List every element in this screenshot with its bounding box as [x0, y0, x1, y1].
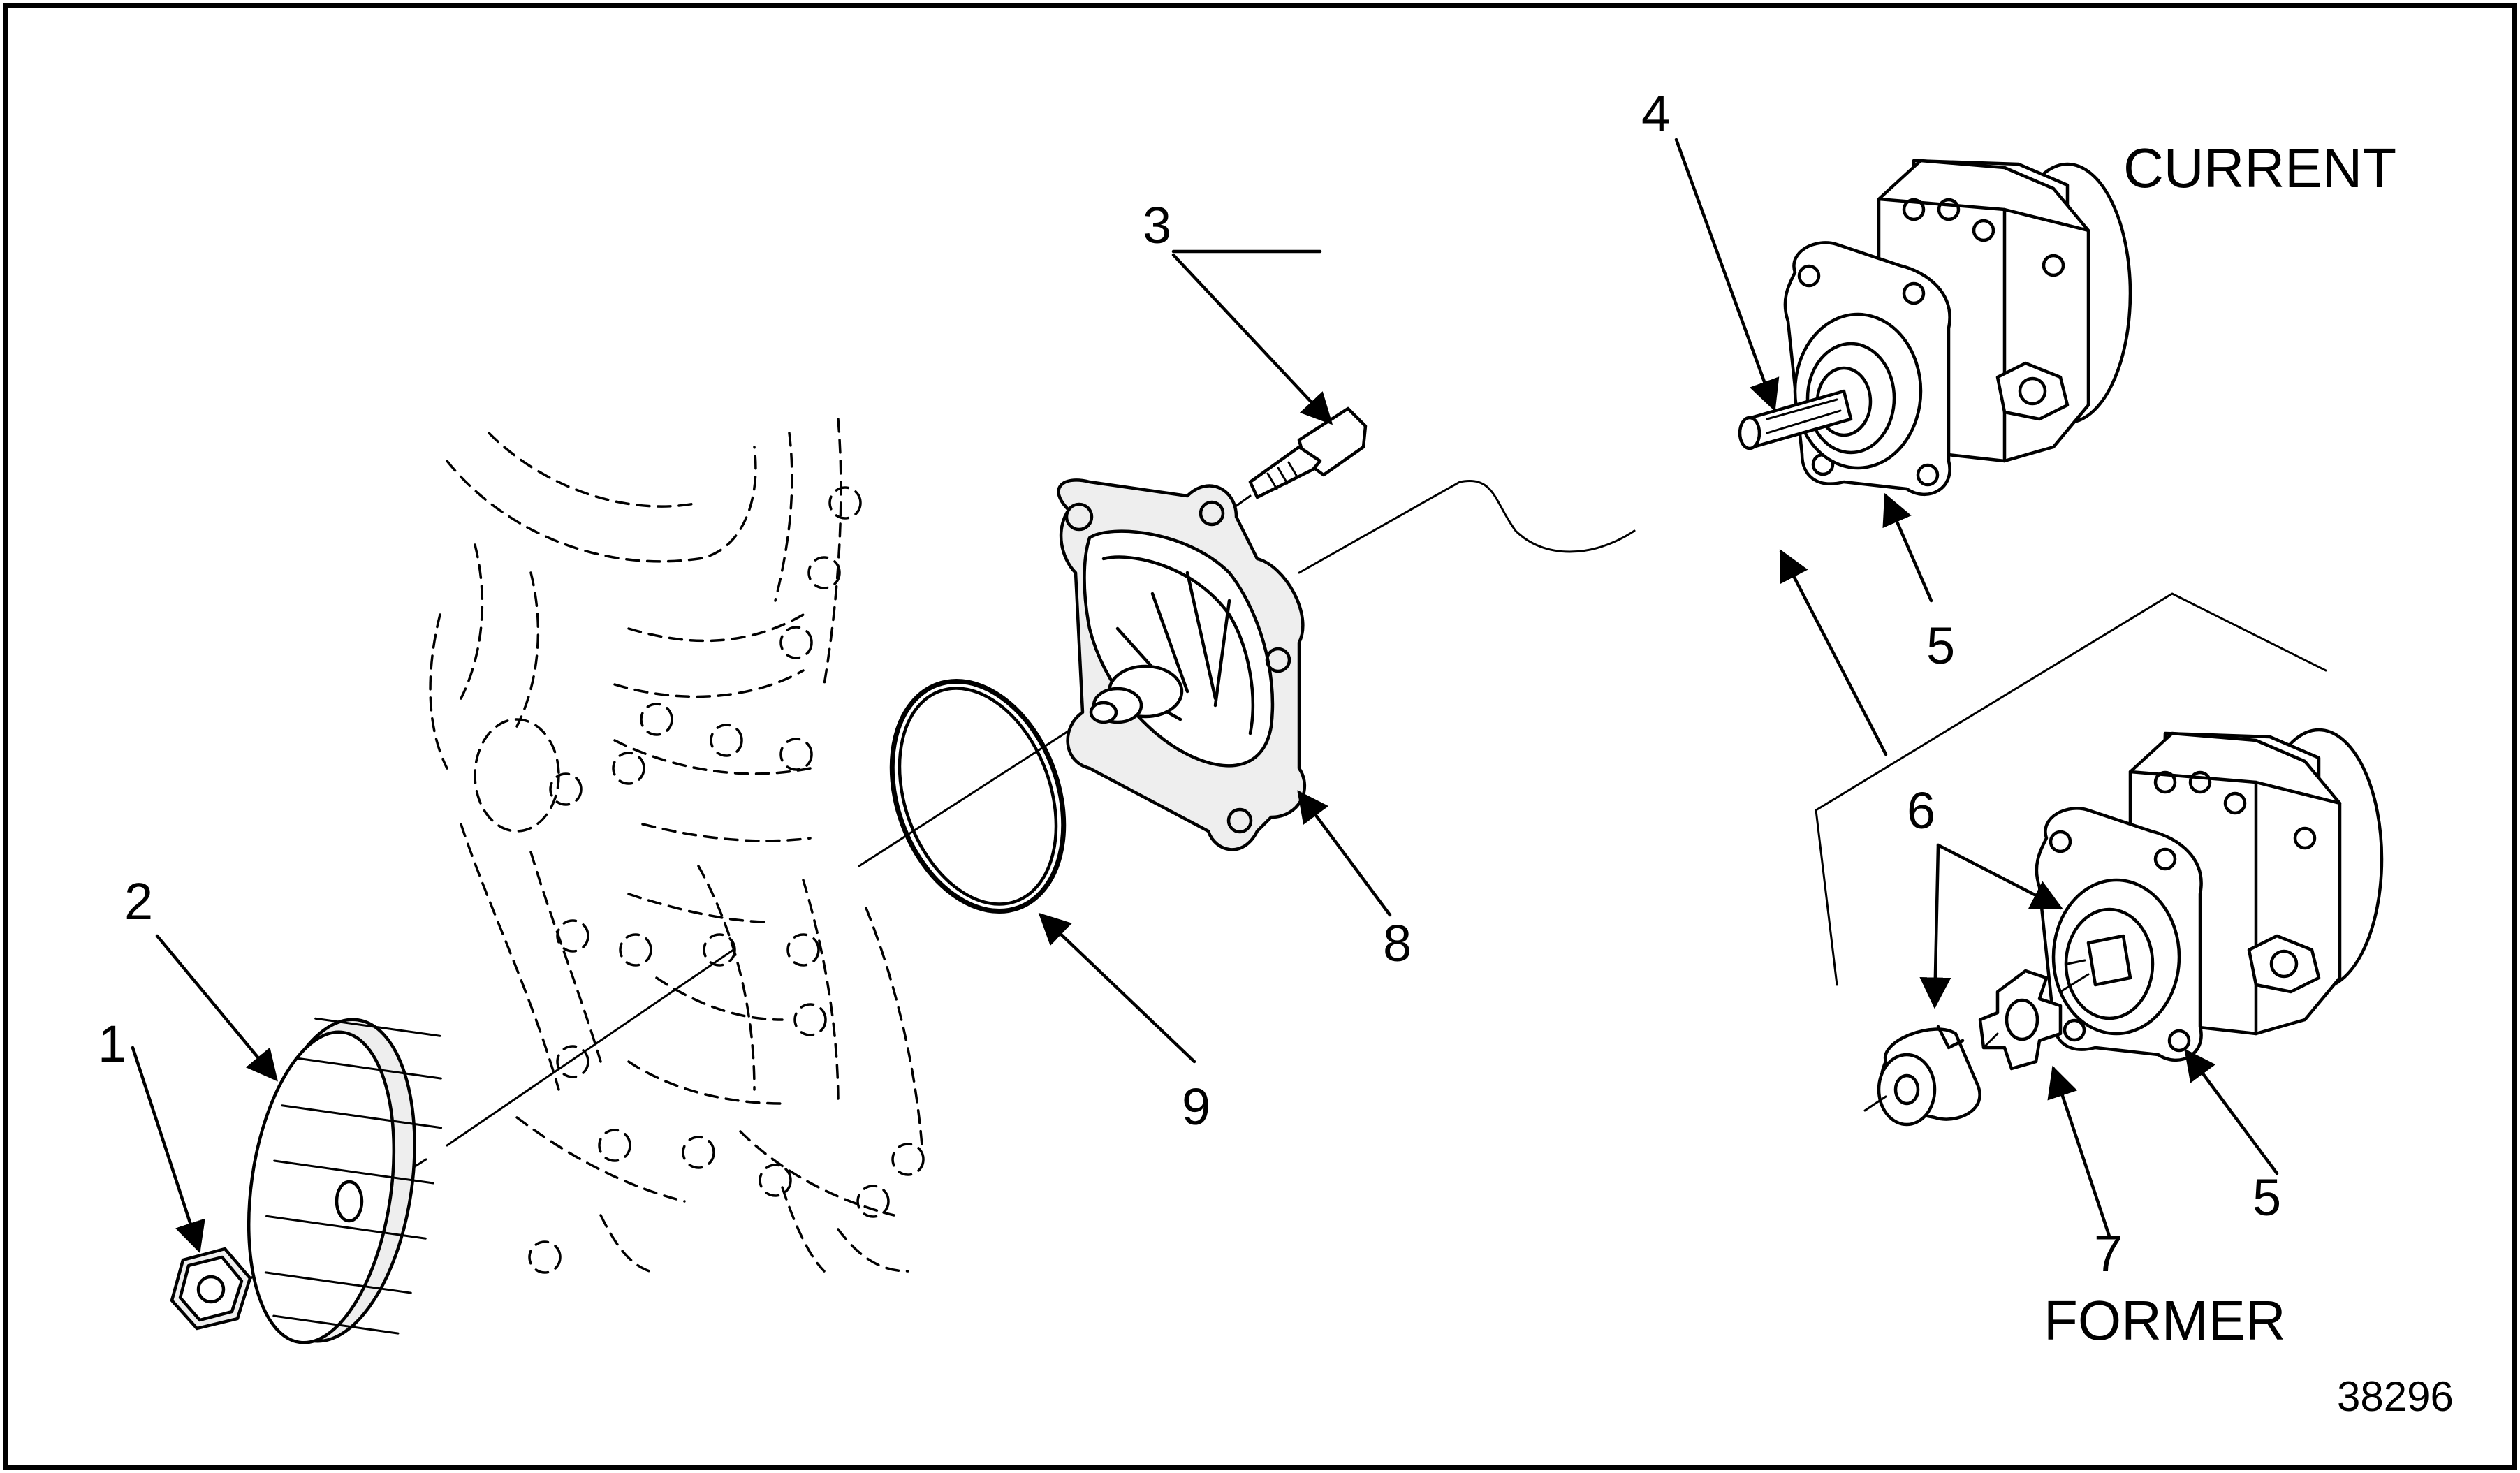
callout-6: 6 — [1907, 782, 1935, 840]
callout-2: 2 — [124, 872, 153, 930]
former-fuel-pump — [2035, 728, 2384, 1062]
former-label: FORMER — [2044, 1289, 2286, 1351]
current-fuel-pump — [1738, 159, 2132, 497]
engine-housing-phantom — [429, 418, 925, 1274]
o-ring-part — [889, 678, 1067, 914]
pump-adaptor-housing — [1057, 249, 1322, 851]
drive-coupling-part — [1978, 969, 2090, 1071]
drive-cup-part — [1863, 1025, 1999, 1127]
callout-8: 8 — [1383, 914, 1412, 972]
figure-border — [3, 3, 2517, 1470]
nut-part — [170, 1247, 252, 1331]
assembly-axis — [446, 948, 735, 1147]
callout-4: 4 — [1641, 85, 1670, 142]
callout-1: 1 — [98, 1015, 126, 1073]
leader-arrows — [131, 138, 2279, 1254]
callout-9: 9 — [1182, 1078, 1210, 1136]
former-group-bracket — [1815, 592, 2327, 986]
gear-part — [247, 1017, 443, 1344]
callout-5-current: 5 — [1926, 617, 1955, 675]
current-label: CURRENT — [2123, 137, 2396, 199]
callout-3: 3 — [1143, 196, 1171, 254]
leader-curve — [1298, 480, 1636, 574]
callout-5-former: 5 — [2252, 1168, 2281, 1226]
callout-7: 7 — [2094, 1224, 2123, 1282]
figure-number: 38296 — [2337, 1373, 2454, 1420]
